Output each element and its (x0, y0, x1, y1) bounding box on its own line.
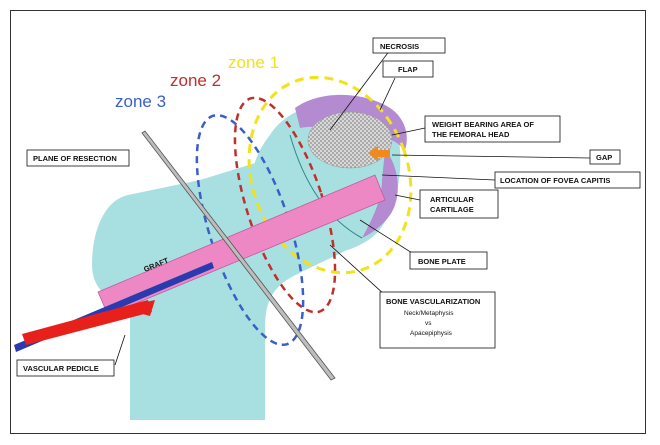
plane-of-resection (141, 130, 336, 381)
necrosis-area (307, 111, 393, 169)
bone-plate-arc (289, 134, 363, 239)
weight-bearing-label-line1: WEIGHT BEARING AREA OF (432, 120, 534, 129)
vascularization-label-line3: vs (425, 320, 432, 327)
zone-2-ellipse (233, 96, 337, 314)
zone-2-label: zone 2 (170, 71, 221, 90)
vascularization-label-line4: Apacepiphysis (410, 330, 453, 337)
zone-1-ellipse (247, 75, 413, 275)
flap-label: FLAP (398, 65, 418, 74)
gap-arrow-icon (368, 146, 390, 161)
vascularization-label-title: BONE VASCULARIZATION (386, 297, 480, 306)
vascular-pedicle (22, 300, 152, 345)
pedicle-label: VASCULAR PEDICLE (23, 364, 99, 373)
callout-weight-bearing: WEIGHT BEARING AREA OF THE FEMORAL HEAD (424, 115, 561, 143)
gap-label: GAP (596, 153, 612, 162)
weight-bearing-label-line2: THE FEMORAL HEAD (432, 130, 510, 139)
leader-lines (114, 49, 591, 366)
fovea-label: LOCATION OF FOVEA CAPITIS (500, 176, 610, 185)
zone-3-label: zone 3 (115, 92, 166, 111)
callout-vascularization: BONE VASCULARIZATION Neck/Metaphysis vs … (379, 291, 496, 349)
necrosis-label: NECROSIS (380, 42, 419, 51)
callout-bone-plate: BONE PLATE (409, 251, 488, 270)
vascularization-label-line2: Neck/Metaphysis (404, 310, 454, 317)
zone-1-label: zone 1 (228, 53, 279, 72)
articular-cartilage-region (362, 150, 398, 238)
callout-gap: GAP (589, 149, 621, 165)
callout-flap: FLAP (382, 60, 434, 78)
plane-label: PLANE OF RESECTION (33, 154, 117, 163)
bone-plate-label: BONE PLATE (418, 257, 466, 266)
vascular-pedicle-tip (120, 300, 155, 316)
callout-pedicle: VASCULAR PEDICLE (16, 359, 115, 377)
articular-label-line1: ARTICULAR (430, 195, 474, 204)
callout-fovea: LOCATION OF FOVEA CAPITIS (494, 171, 641, 189)
articular-label-line2: CARTILAGE (430, 205, 474, 214)
callout-plane: PLANE OF RESECTION (26, 149, 130, 167)
callout-articular: ARTICULAR CARTILAGE (419, 189, 499, 219)
callout-necrosis: NECROSIS (372, 37, 446, 54)
